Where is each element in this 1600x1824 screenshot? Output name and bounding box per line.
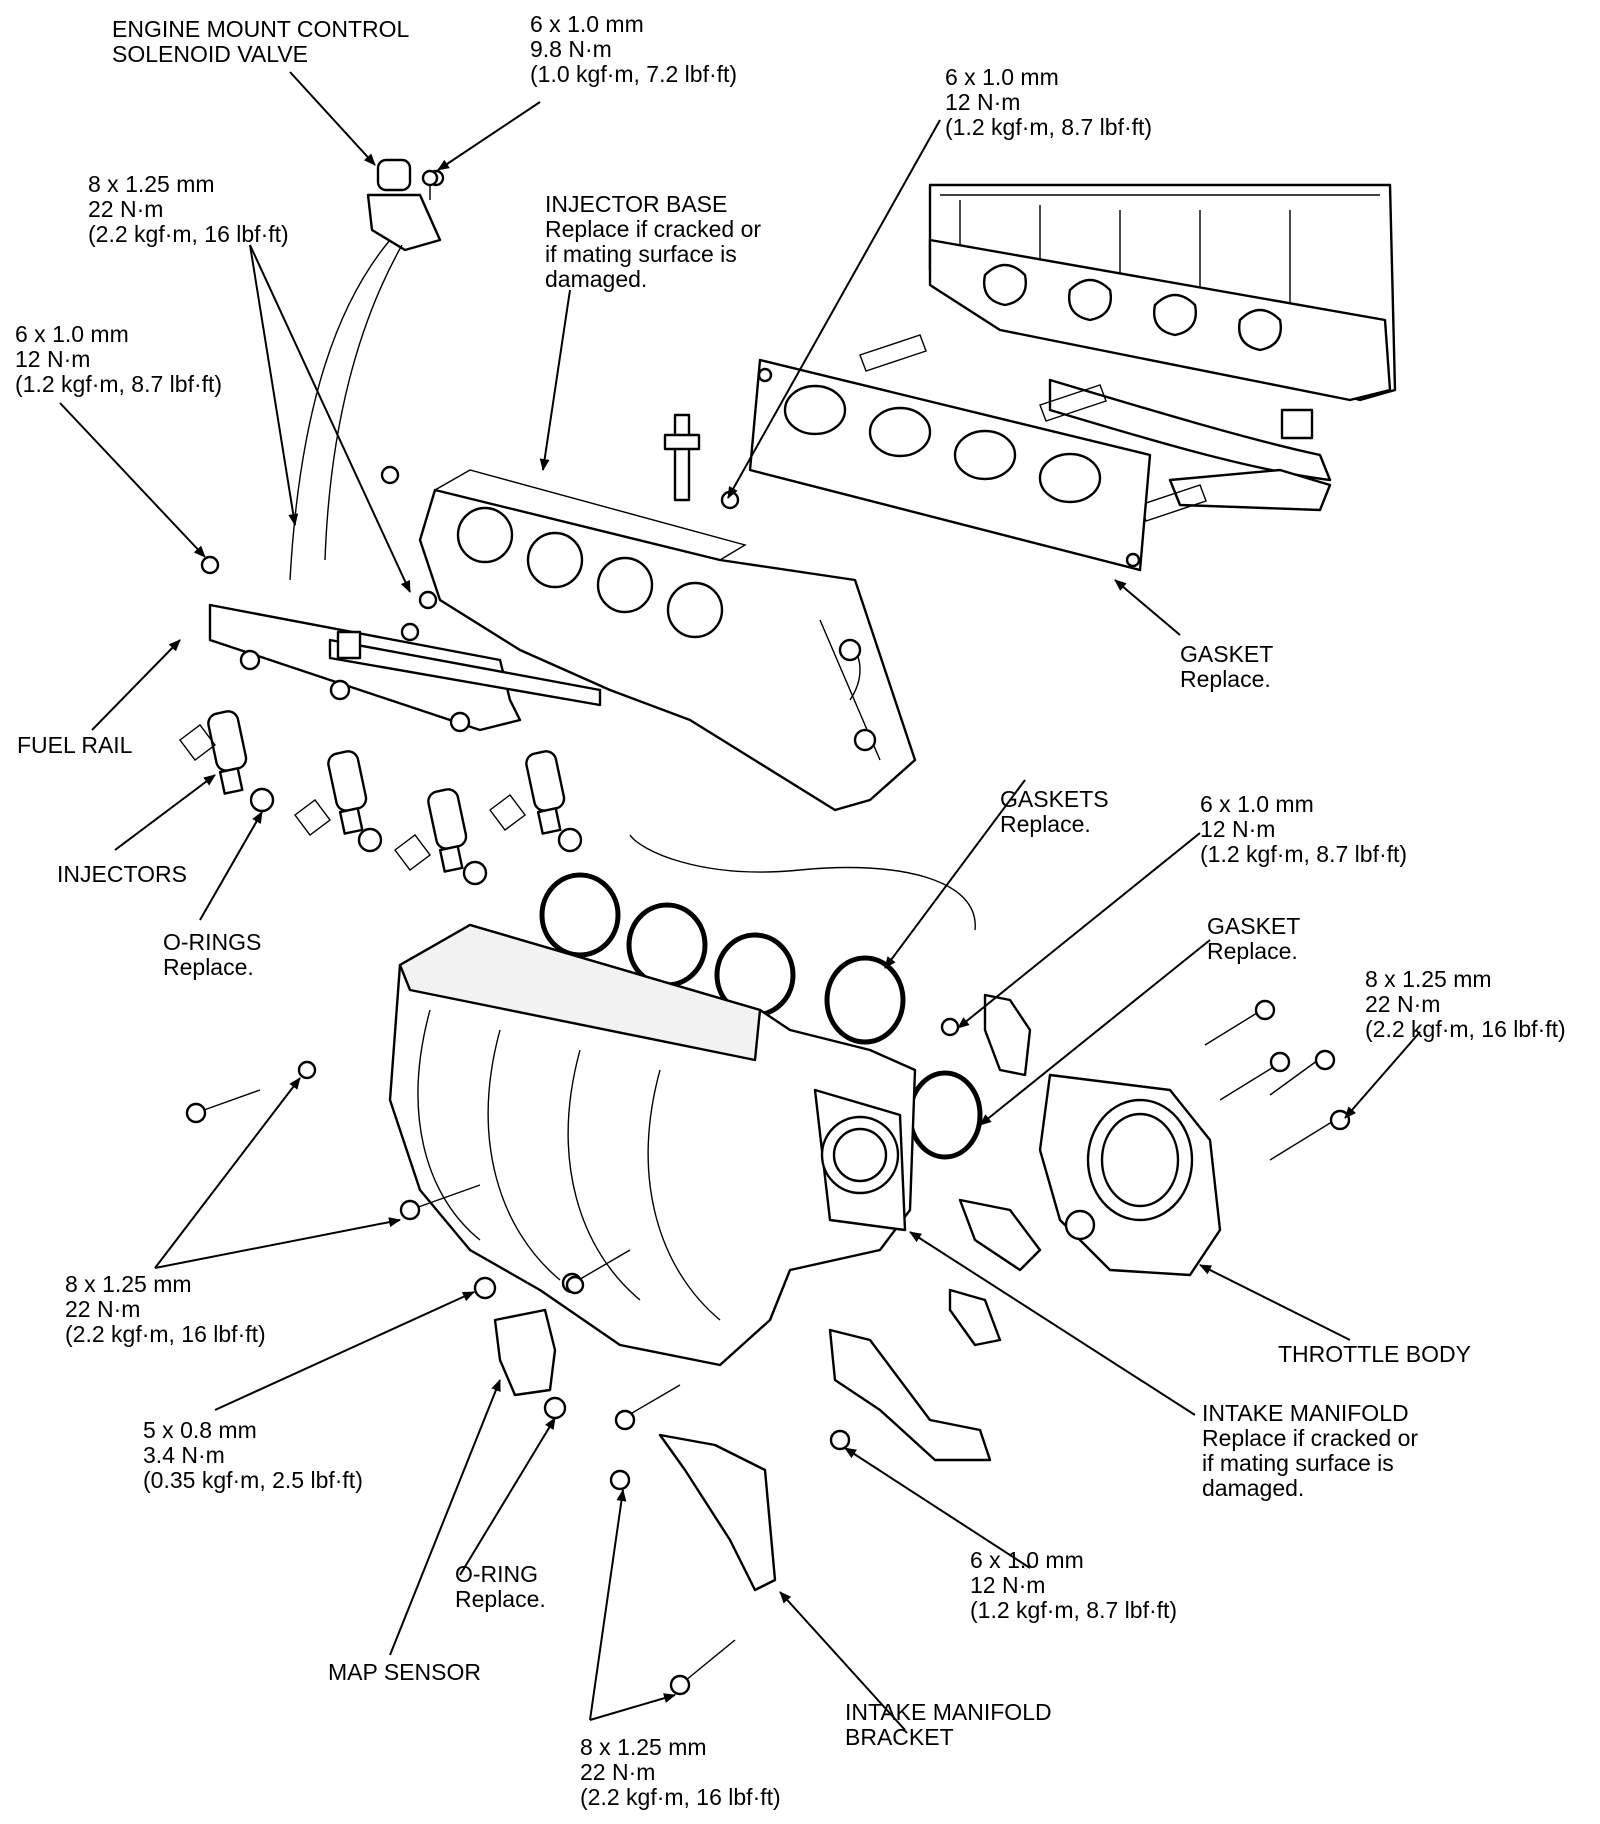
label-torque-gasket-bolt-top: 6 x 1.0 mm 12 N·m (1.2 kgf·m, 8.7 lbf·ft… [945,64,1153,140]
label-torque-fuel-rail-bolt: 6 x 1.0 mm 12 N·m (1.2 kgf·m, 8.7 lbf·ft… [15,321,223,397]
label-injectors: INJECTORS [57,861,187,887]
label-torque-manifold-bracket-bolts: 8 x 1.25 mm 22 N·m (2.2 kgf·m, 16 lbf·ft… [580,1734,781,1810]
label-torque-throttle-bolts: 8 x 1.25 mm 22 N·m (2.2 kgf·m, 16 lbf·ft… [1365,966,1566,1042]
intake-manifold-part [388,923,917,1367]
label-intake-manifold-bracket: INTAKE MANIFOLD BRACKET [845,1699,1052,1750]
label-torque-solenoid-bolt: 6 x 1.0 mm 9.8 N·m (1.0 kgf·m, 7.2 lbf·f… [530,11,738,87]
label-gasket-throttle: GASKET Replace. [1207,913,1301,964]
label-map-sensor: MAP SENSOR [328,1659,481,1685]
label-o-ring: O-RING Replace. [455,1561,546,1612]
gasket-top [748,358,1152,572]
label-gaskets: GASKETS Replace. [1000,786,1109,837]
label-intake-manifold: INTAKE MANIFOLD Replace if cracked or if… [1202,1400,1419,1501]
label-fuel-rail: FUEL RAIL [17,732,133,758]
label-torque-manifold-bolts: 8 x 1.25 mm 22 N·m (2.2 kgf·m, 16 lbf·ft… [65,1271,266,1347]
solenoid-valve [289,158,445,581]
gasket-rings [539,834,983,1160]
label-torque-injector-base-nuts: 8 x 1.25 mm 22 N·m (2.2 kgf·m, 16 lbf·ft… [88,171,289,247]
throttle-body-part [1038,1073,1222,1277]
label-injector-base: INJECTOR BASE Replace if cracked or if m… [545,191,762,292]
injector-base-part [418,413,917,812]
injector-parts [179,710,583,886]
label-torque-map-bolt: 5 x 0.8 mm 3.4 N·m (0.35 kgf·m, 2.5 lbf·… [143,1417,363,1493]
label-gasket-top: GASKET Replace. [1180,641,1274,692]
brackets [658,993,1042,1592]
label-torque-bracket-bolt-mid: 6 x 1.0 mm 12 N·m (1.2 kgf·m, 8.7 lbf·ft… [1200,791,1408,867]
label-o-rings: O-RINGS Replace. [163,929,262,980]
bolts [185,169,1351,1696]
leader-lines [59,71,1421,1731]
fuel-rail-part [208,603,602,733]
label-torque-lower-bracket-bolt: 6 x 1.0 mm 12 N·m (1.2 kgf·m, 8.7 lbf·ft… [970,1547,1178,1623]
cylinder-head [859,183,1397,522]
label-engine-mount-solenoid: ENGINE MOUNT CONTROL SOLENOID VALVE [112,16,410,67]
label-throttle-body: THROTTLE BODY [1278,1341,1471,1367]
map-sensor-part [473,1276,567,1420]
